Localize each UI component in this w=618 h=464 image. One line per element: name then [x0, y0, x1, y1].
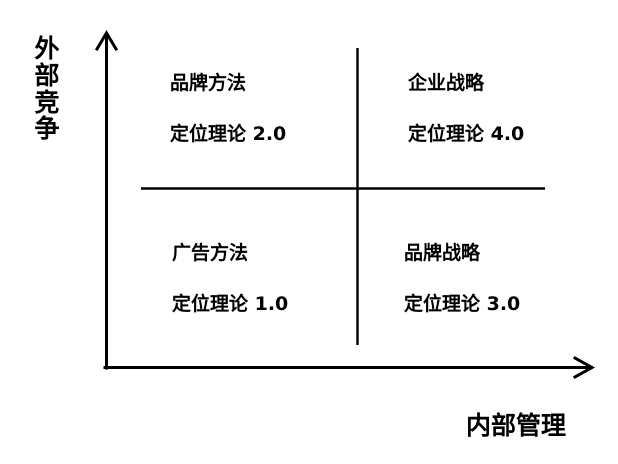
quadrant-top-right-subtitle: 定位理论 4.0 [408, 123, 525, 145]
quadrant-bottom-left-title: 广告方法 [172, 242, 249, 264]
y-axis-label: 外部竞争 [34, 34, 60, 144]
quadrant-bottom-right-subtitle: 定位理论 3.0 [404, 293, 521, 315]
quadrant-top-left-title: 品牌方法 [170, 72, 247, 94]
quadrant-bottom-left: 广告方法 定位理论 1.0 [172, 244, 288, 314]
x-axis-line [103, 355, 596, 380]
quadrant-bottom-left-subtitle: 定位理论 1.0 [172, 293, 289, 315]
quadrant-top-right-title: 企业战略 [408, 72, 485, 94]
quadrant-top-right: 企业战略 定位理论 4.0 [408, 74, 524, 144]
quadrant-top-left-subtitle: 定位理论 2.0 [170, 123, 287, 145]
quadrant-bottom-right: 品牌战略 定位理论 3.0 [404, 244, 520, 314]
quadrant-bottom-right-title: 品牌战略 [404, 242, 481, 264]
y-axis-line [94, 30, 119, 370]
quadrant-top-left: 品牌方法 定位理论 2.0 [170, 74, 286, 144]
x-axis-label: 内部管理 [466, 411, 567, 440]
